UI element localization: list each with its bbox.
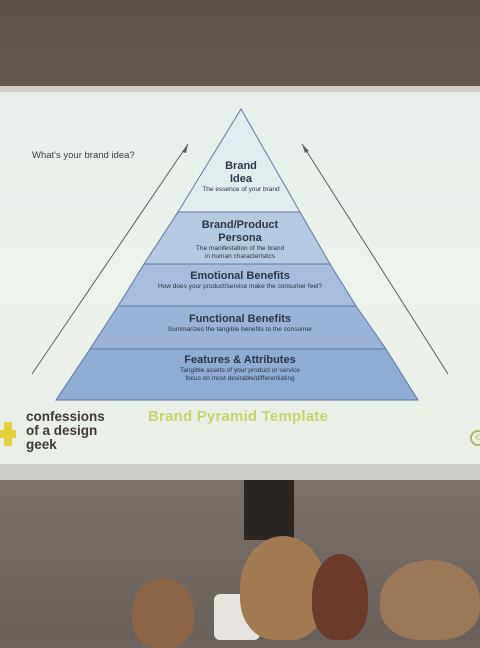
audience-head [240, 536, 326, 640]
tier-description: How does your product/service make the c… [157, 283, 323, 290]
right-arrow-line [301, 143, 449, 375]
left-arrow-line [31, 143, 189, 375]
logo-line: of a design [26, 423, 98, 438]
tier-title: Features & Attributes [184, 354, 296, 366]
left-arrow-head-icon [182, 144, 188, 153]
tier-title: Brand/Product [201, 219, 279, 231]
tier-description: in human characteristics [204, 253, 276, 260]
audience-head [380, 560, 480, 640]
audience-head [312, 554, 368, 640]
brand-logo-text: confessions of a design geek [26, 410, 105, 452]
template-title: Brand Pyramid Template [148, 408, 329, 425]
tier-brand-idea-text: Brand Idea The essence of your brand [180, 160, 302, 194]
right-arrow-head-icon [302, 144, 309, 153]
tier-title: Functional Benefits [188, 313, 292, 325]
projected-slide: What's your brand idea? Brand Idea The e… [0, 92, 480, 464]
tier-description: Tangible assets of your product or servi… [180, 367, 300, 374]
screen-stand [244, 480, 294, 540]
tier-features-attributes-text: Features & Attributes Tangible assets of… [90, 354, 390, 383]
brand-idea-prompt: What's your brand idea? [32, 150, 135, 161]
logo-mark-icon [0, 422, 16, 446]
tier-title: Emotional Benefits [190, 270, 290, 282]
logo-line: confessions [26, 409, 105, 424]
tier-title: Persona [218, 232, 262, 244]
tier-description: The manifestation of the brand [195, 245, 285, 252]
tier-emotional-benefits-text: Emotional Benefits How does your product… [120, 270, 360, 291]
tier-title: Brand [225, 160, 257, 172]
tier-brand-idea [177, 108, 301, 213]
tier-brand-persona-text: Brand/Product Persona The manifestation … [160, 219, 320, 261]
tier-description: The essence of your brand [202, 186, 280, 193]
tier-description: Summarizes the tangible benefits to the … [167, 326, 313, 333]
tier-description: focus on most desirable/differentiating [185, 375, 295, 382]
tier-functional-benefits-text: Functional Benefits Summarizes the tangi… [100, 313, 380, 334]
logo-line: geek [26, 437, 57, 452]
audience-head [132, 578, 194, 648]
copyright-icon: © [470, 430, 480, 446]
tier-title: Idea [229, 173, 252, 185]
brand-pyramid [31, 108, 449, 401]
